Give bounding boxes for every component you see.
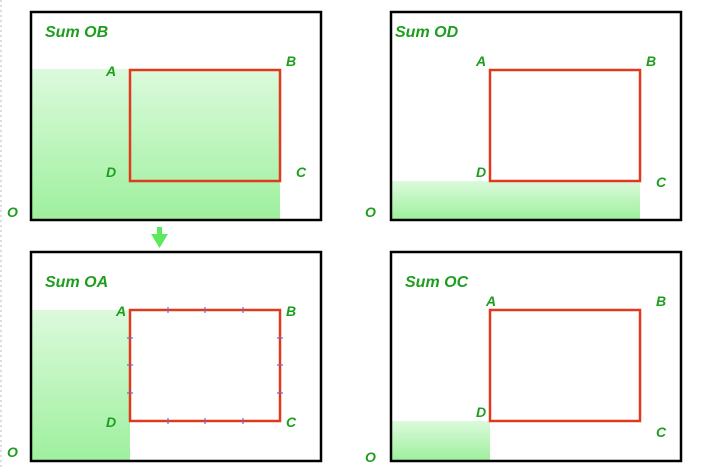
corner-label-a: A: [475, 53, 486, 69]
origin-label: O: [7, 444, 18, 460]
corner-label-d: D: [476, 164, 486, 180]
corner-label-b: B: [286, 303, 296, 319]
shaded-area-oa: [31, 310, 130, 460]
panel-title: Sum OD: [395, 24, 459, 41]
corner-label-a: A: [485, 293, 496, 309]
corner-label-b: B: [286, 53, 296, 69]
panel-frame: [29, 10, 323, 222]
origin-label: O: [365, 449, 376, 465]
region-rectangle: [488, 308, 642, 423]
panel-sum-od: Sum OD A B C D O: [365, 10, 683, 222]
corner-label-d: D: [106, 414, 116, 430]
corner-label-b: B: [656, 293, 666, 309]
panel-title: Sum OB: [45, 24, 108, 41]
origin-label: O: [7, 204, 18, 220]
corner-label-d: D: [106, 164, 116, 180]
corner-label-d: D: [476, 404, 486, 420]
shaded-area-od: [391, 181, 640, 219]
region-rectangle: [488, 68, 642, 183]
corner-label-a: A: [105, 63, 116, 79]
region-rectangle: [128, 308, 282, 423]
panel-frame: [29, 250, 323, 463]
panel-title: Sum OC: [405, 274, 469, 291]
panel-sum-oc: Sum OC A B C D O: [365, 250, 683, 465]
edge-tick-markers: [127, 307, 283, 424]
panel-sum-oa: Sum OA A B C D O: [7, 250, 323, 463]
panel-title: Sum OA: [45, 274, 108, 291]
origin-label: O: [365, 204, 376, 220]
panel-sum-ob: Sum OB A B C D O: [7, 10, 323, 222]
panel-frame: [389, 250, 683, 463]
shaded-area-oc: [391, 421, 490, 460]
corner-label-b: B: [646, 53, 656, 69]
region-rectangle: [128, 68, 282, 183]
corner-label-c: C: [296, 164, 307, 180]
corner-label-c: C: [656, 424, 667, 440]
panel-frame: [389, 10, 683, 222]
down-arrow-icon: [151, 227, 168, 248]
shaded-area-ob: [31, 69, 280, 219]
corner-label-a: A: [115, 303, 126, 319]
corner-label-c: C: [656, 174, 667, 190]
corner-label-c: C: [286, 414, 297, 430]
